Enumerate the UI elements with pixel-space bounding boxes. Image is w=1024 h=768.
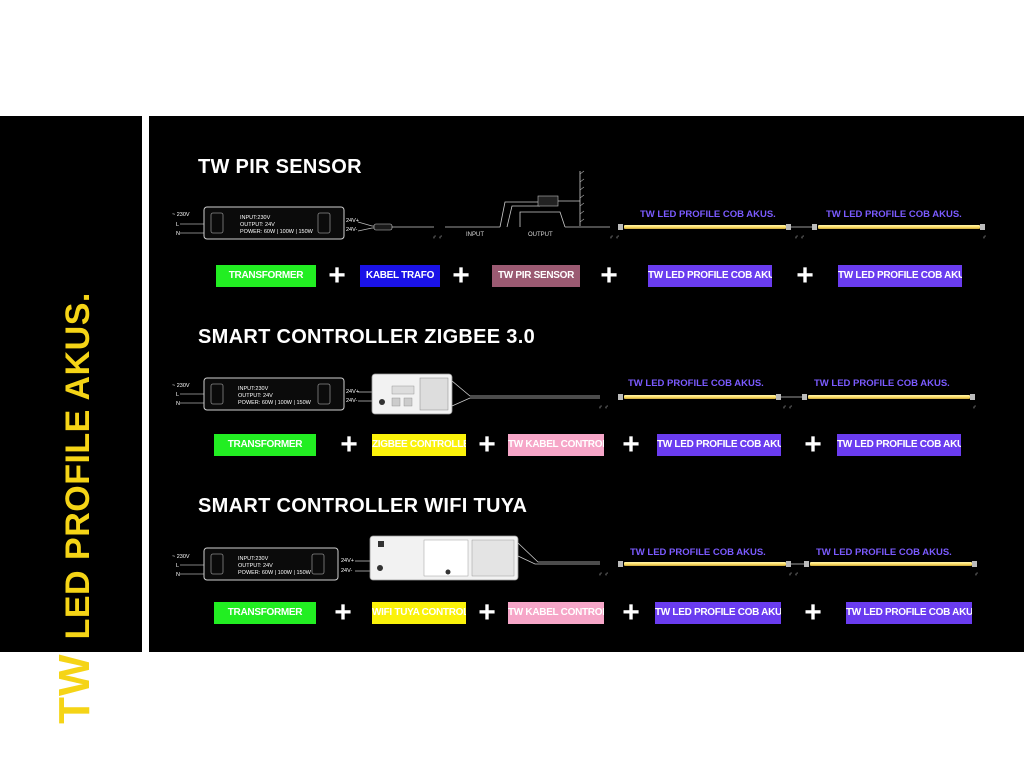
- plus-sign: +: [328, 259, 346, 292]
- transformer-output-text: OUTPUT: 24V: [238, 563, 273, 569]
- svg-text:♂ ♂: ♂ ♂: [788, 572, 799, 578]
- chip-zigbee-controller: ZIGBEE CONTROLLER: [372, 434, 466, 456]
- plus-sign: +: [804, 596, 822, 629]
- led-label: TW LED PROFILE COB AKUS.: [814, 378, 950, 389]
- section-zigbee-diagram: ~ 230V L N INPUT:230V OUTPUT: 24V POWER:…: [172, 373, 977, 415]
- chip-transformer: TRANSFORMER: [214, 602, 316, 624]
- svg-text:♂: ♂: [982, 235, 987, 241]
- led-label: TW LED PROFILE COB AKUS.: [628, 378, 764, 389]
- n-label: N: [176, 401, 180, 407]
- section-pir-diagram: ~ 230V L N INPUT:230V OUTPUT: 24V POWER:…: [172, 170, 987, 241]
- plus-sign: +: [334, 596, 352, 629]
- plus-sign: +: [452, 259, 470, 292]
- chip-tw-led-profile: TW LED PROFILE COB AKUS.: [837, 434, 961, 456]
- svg-text:♂ ♂: ♂ ♂: [432, 235, 443, 241]
- input-wire-label: INPUT: [466, 232, 484, 238]
- led-strip: [810, 562, 972, 566]
- svg-text:♂: ♂: [972, 405, 977, 411]
- n-label: N: [176, 231, 180, 237]
- wiring-diagram: ~ 230V L N INPUT:230V OUTPUT: 24V POWER:…: [172, 170, 987, 581]
- chip-kabel-trafo: KABEL TRAFO: [360, 265, 440, 287]
- svg-text:♂ ♂: ♂ ♂: [598, 572, 609, 578]
- transformer-input-text: INPUT:230V: [240, 215, 271, 221]
- plus-sign: +: [622, 428, 640, 461]
- led-strip: [624, 395, 776, 399]
- transformer-power-text: POWER: 60W | 100W | 150W: [238, 400, 312, 406]
- vertical-divider: [142, 116, 149, 652]
- trafo-connector: [373, 223, 393, 231]
- mains-label: ~ 230V: [172, 554, 190, 560]
- led-strip: [624, 562, 786, 566]
- svg-text:♂ ♂: ♂ ♂: [794, 235, 805, 241]
- n-label: N: [176, 572, 180, 578]
- chip-transformer: TRANSFORMER: [216, 265, 316, 287]
- svg-text:♂ ♂: ♂ ♂: [609, 235, 620, 241]
- plus-sign: +: [478, 428, 496, 461]
- plus-sign: +: [340, 428, 358, 461]
- chip-tw-pir-sensor: TW PIR SENSOR: [492, 265, 580, 287]
- black-banner: TWLED PROFILE AKUS. TW PIR SENSOR SMART …: [0, 116, 1024, 724]
- mains-label: ~ 230V: [172, 383, 190, 389]
- minus-24v-label: 24V-: [341, 568, 352, 574]
- minus-24v-label: 24V-: [346, 227, 357, 233]
- l-label: L: [176, 222, 179, 228]
- chip-wifi-tuya-controller: WIFI TUYA CONTROLLER: [372, 602, 466, 624]
- transformer-power-text: POWER: 60W | 100W | 150W: [240, 229, 314, 235]
- section-title-pir: TW PIR SENSOR: [198, 156, 362, 178]
- plus-24v-label: 24V+: [346, 389, 359, 395]
- minus-24v-label: 24V-: [346, 398, 357, 404]
- mains-label: ~ 230V: [172, 212, 190, 218]
- transformer-input-text: INPUT:230V: [238, 386, 269, 392]
- chip-transformer: TRANSFORMER: [214, 434, 316, 456]
- chip-tw-led-profile: TW LED PROFILE COB AKUS.: [838, 265, 962, 287]
- chip-tw-led-profile: TW LED PROFILE COB AKUS.: [655, 602, 781, 624]
- svg-text:♂ ♂: ♂ ♂: [598, 405, 609, 411]
- led-strip: [808, 395, 970, 399]
- led-strip: [624, 225, 786, 229]
- led-label: TW LED PROFILE COB AKUS.: [640, 209, 776, 220]
- section-wifi-diagram: ~ 230V L N INPUT:230V OUTPUT: 24V POWER:…: [172, 535, 979, 581]
- section-title-wifi: SMART CONTROLLER WIFI TUYA: [198, 495, 528, 517]
- svg-text:♂ ♂: ♂ ♂: [782, 405, 793, 411]
- transformer-device: [203, 547, 339, 581]
- plus-sign: +: [478, 596, 496, 629]
- plus-sign: +: [622, 596, 640, 629]
- section-title-zigbee: SMART CONTROLLER ZIGBEE 3.0: [198, 326, 536, 348]
- chip-tw-led-profile: TW LED PROFILE COB AKUS.: [846, 602, 972, 624]
- chip-tw-led-profile: TW LED PROFILE COB AKUS.: [648, 265, 772, 287]
- led-strip: [818, 225, 980, 229]
- transformer-power-text: POWER: 60W | 100W | 150W: [238, 570, 312, 576]
- led-label: TW LED PROFILE COB AKUS.: [826, 209, 962, 220]
- plus-sign: +: [804, 428, 822, 461]
- chip-tw-led-profile: TW LED PROFILE COB AKUS.: [657, 434, 781, 456]
- plus-24v-label: 24V+: [341, 558, 354, 564]
- side-title-main: TW: [50, 653, 99, 724]
- led-label: TW LED PROFILE COB AKUS.: [816, 547, 952, 558]
- pir-sensor-device: [537, 195, 559, 207]
- chip-tw-kabel-controller: TW KABEL CONTROLLER: [508, 434, 604, 456]
- transformer-device: [203, 377, 345, 411]
- plus-24v-label: 24V+: [346, 218, 359, 224]
- led-label: TW LED PROFILE COB AKUS.: [630, 547, 766, 558]
- l-label: L: [176, 563, 179, 569]
- plus-sign: +: [600, 259, 618, 292]
- plus-sign: +: [796, 259, 814, 292]
- chip-tw-kabel-controller: TW KABEL CONTROLLER: [508, 602, 604, 624]
- transformer-device: [203, 206, 345, 240]
- transformer-output-text: OUTPUT: 24V: [238, 393, 273, 399]
- transformer-input-text: INPUT:230V: [238, 556, 269, 562]
- svg-text:♂: ♂: [974, 572, 979, 578]
- l-label: L: [176, 392, 179, 398]
- transformer-output-text: OUTPUT: 24V: [240, 222, 275, 228]
- output-wire-label: OUTPUT: [528, 232, 553, 238]
